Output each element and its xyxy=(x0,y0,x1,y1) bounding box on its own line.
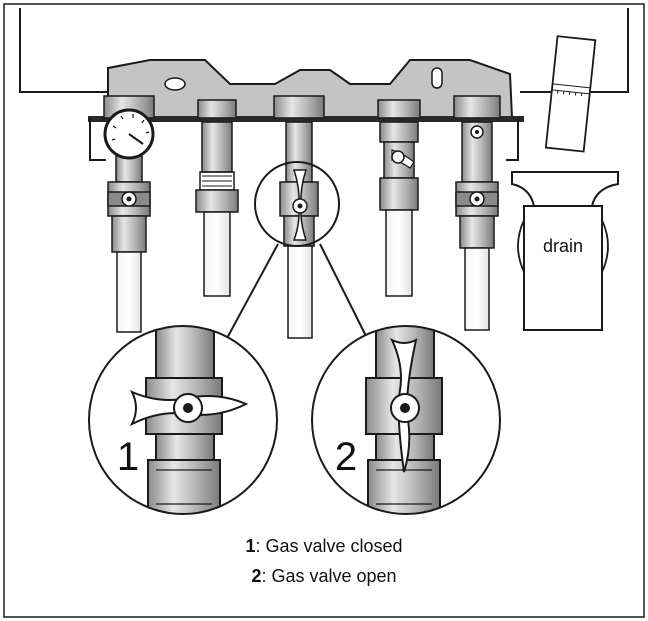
callout-valve-closed: 1 xyxy=(88,325,278,515)
connection-pressure-gauge xyxy=(103,95,155,333)
callout-leader-left xyxy=(225,243,279,341)
callout-number-2: 2 xyxy=(335,435,357,479)
rail-side-left xyxy=(89,118,106,161)
legend: 1: Gas valve closed 2: Gas valve open xyxy=(0,531,648,591)
valve-knob-icon xyxy=(391,150,405,164)
bracket-slot xyxy=(431,67,443,89)
connection-valve-4 xyxy=(377,99,421,297)
tilted-label-tag xyxy=(544,35,597,153)
drain-funnel: drain xyxy=(511,171,619,331)
legend-text: : Gas valve closed xyxy=(255,536,403,556)
connection-gas-valve xyxy=(273,95,325,339)
legend-item-open: 2: Gas valve open xyxy=(0,561,648,591)
legend-text: : Gas valve open xyxy=(261,566,397,586)
legend-number: 1 xyxy=(245,536,256,556)
gas-valve-highlight-circle xyxy=(254,161,340,247)
bracket-slot xyxy=(164,77,186,91)
connection-pipe-2 xyxy=(195,99,239,297)
callout-number-1: 1 xyxy=(117,435,139,479)
connection-valve-5 xyxy=(453,95,501,331)
legend-number: 2 xyxy=(251,566,262,586)
legend-item-closed: 1: Gas valve closed xyxy=(0,531,648,561)
rail-side-right xyxy=(506,118,519,161)
diagram-border xyxy=(3,3,645,618)
drain-label: drain xyxy=(543,236,583,256)
callout-valve-open: 2 xyxy=(311,325,501,515)
callout-leader-right xyxy=(319,243,369,341)
mounting-rail xyxy=(88,116,524,122)
